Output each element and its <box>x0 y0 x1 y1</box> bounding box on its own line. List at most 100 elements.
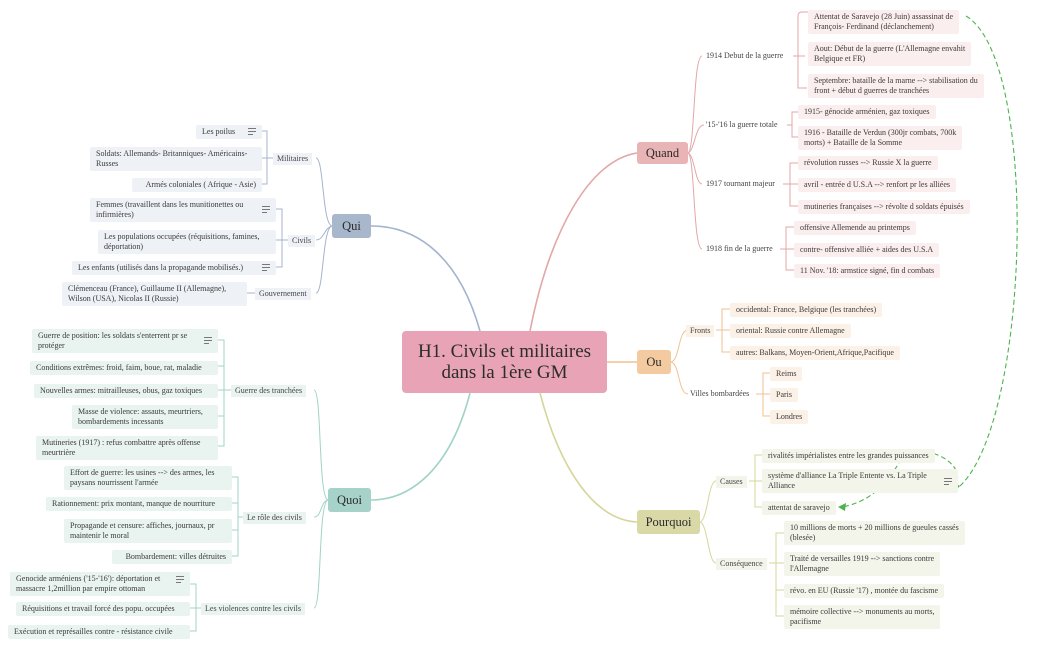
subtopic-civils[interactable]: Civils <box>288 235 316 247</box>
leaf-line: protéger <box>38 341 65 350</box>
leaf-line: Les poilus <box>202 127 236 136</box>
subtopic-guerre-tranchees[interactable]: Guerre des tranchées <box>231 385 307 397</box>
leaf-genocide-armeniens[interactable]: Genocide arméniens ('15-'16'): déportati… <box>10 572 190 596</box>
leaf-guerre-position[interactable]: Guerre de position: les soldats s'enterr… <box>32 329 218 353</box>
leaf-1916[interactable]: 1916 - Bataille de Verdun (300jr combats… <box>798 126 963 150</box>
leaf-mutineries-1917[interactable]: Mutineries (1917) : refus combattre aprè… <box>36 436 218 460</box>
topic-quoi[interactable]: Quoi <box>328 488 371 512</box>
topic-pourquoi-label: Pourquoi <box>645 514 692 529</box>
leaf-propagande-censure[interactable]: Propagande et censure: affiches, journau… <box>64 519 232 543</box>
leaf-sarajevo-1914[interactable]: Attentat de Saravejo (28 Juin) assassina… <box>808 10 960 34</box>
leaf-femmes[interactable]: Femmes (travaillent dans les munitionett… <box>90 198 276 222</box>
subtopic-gouvernement[interactable]: Gouvernement <box>255 288 311 300</box>
leaf-enfants[interactable]: Les enfants (utilisés dans la propagande… <box>72 261 276 275</box>
leaf-requisitions[interactable]: Réquisitions et travail forcé des popu. … <box>16 602 190 616</box>
leaf-morts-blesses[interactable]: 10 millions de morts + 20 millions de gu… <box>784 521 965 545</box>
central-title-line1: H1. Civils et militaires <box>417 341 592 362</box>
leaf-septembre-1914[interactable]: Septembre: bataille de la marne --> stab… <box>808 74 984 98</box>
leaf-line: 1916 - Bataille de Verdun (300jr combats… <box>804 128 957 137</box>
leaf-rivalites[interactable]: rivalités impérialistes entre les grande… <box>762 449 935 463</box>
subtopic-causes[interactable]: Causes <box>716 476 747 488</box>
note-icon[interactable] <box>262 264 270 271</box>
leaf-line: meurtrière <box>42 448 76 457</box>
leaf-mutineries-1917[interactable]: mutineries françaises --> révolte d sold… <box>798 200 970 214</box>
leaf-front-autres[interactable]: autres: Balkans, Moyen-Orient,Afrique,Pa… <box>730 346 900 360</box>
leaf-contre-offensive[interactable]: contre- offensive alliée + aides des U.S… <box>794 243 940 257</box>
subtopic-1914[interactable]: 1914 Debut de la guerre <box>706 51 784 60</box>
leaf-line: 11 Nov. '18: armstice signé, fin d comba… <box>800 266 935 275</box>
leaf-line: Bombardement: villes détruites <box>125 552 226 561</box>
topic-qui[interactable]: Qui <box>332 214 371 238</box>
subtopic-violences-civils[interactable]: Les violences contre les civils <box>201 603 305 615</box>
leaf-line: Alliance <box>768 481 796 490</box>
leaf-line: Paris <box>776 390 792 399</box>
topic-quoi-label: Quoi <box>337 492 362 507</box>
leaf-line: Traité de versailles 1919 --> sanctions … <box>790 554 935 563</box>
leaf-line: 1915- génocide arménien, gaz toxiques <box>804 107 930 116</box>
leaf-effort-guerre[interactable]: Effort de guerre: les usines --> des arm… <box>64 466 232 490</box>
subtopic-role-civils[interactable]: Le rôle des civils <box>243 512 306 524</box>
leaf-aout-1914[interactable]: Aout: Début de la guerre (L'Allemagne en… <box>808 42 972 66</box>
leaf-line: oriental: Russie contre Allemagne <box>736 326 845 335</box>
leaf-line: Les enfants (utilisés dans la propagande… <box>78 263 244 272</box>
leaf-populations-occupees[interactable]: Les populations occupées (réquisitions, … <box>98 230 276 254</box>
leaf-line: Guerre de position: les soldats s'enterr… <box>38 331 188 340</box>
leaf-line: Femmes (travaillent dans les munitionett… <box>96 200 244 209</box>
leaf-line: paysans nourrissent l'armée <box>70 478 159 487</box>
leaf-traite-versailles[interactable]: Traité de versailles 1919 --> sanctions … <box>784 552 941 576</box>
topic-qui-label: Qui <box>342 218 361 233</box>
leaf-londres[interactable]: Londres <box>770 410 809 424</box>
leaf-line: Les populations occupées (réquisitions, … <box>104 232 260 241</box>
leaf-avril-usa[interactable]: avril - entrée d U.S.A --> renfort pr le… <box>798 178 957 192</box>
subtopic-consequence[interactable]: Conséquence <box>716 558 767 570</box>
leaf-line: contre- offensive alliée + aides des U.S… <box>800 245 934 254</box>
leaf-armistice[interactable]: 11 Nov. '18: armstice signé, fin d comba… <box>794 264 941 278</box>
leaf-line: révolution russes --> Russie X la guerre <box>804 158 932 167</box>
note-icon[interactable] <box>944 478 952 485</box>
leaf-bombardement[interactable]: Bombardement: villes détruites <box>112 550 232 564</box>
subtopic-villes-bombardees[interactable]: Villes bombardées <box>690 389 750 398</box>
subtopic-fronts[interactable]: Fronts <box>686 325 715 337</box>
leaf-line: Effort de guerre: les usines --> des arm… <box>70 468 215 477</box>
leaf-front-occidental[interactable]: occidental: France, Belgique (les tranch… <box>730 303 883 317</box>
leaf-line: (blesée) <box>790 533 816 542</box>
note-icon[interactable] <box>262 206 270 213</box>
leaf-attentat-saravejo[interactable]: attentat de saravejo <box>762 501 836 515</box>
leaf-line: l'Allemagne <box>790 564 829 573</box>
subtopic-15-16[interactable]: '15-'16 la guerre totale <box>706 120 778 129</box>
leaf-armes-coloniales[interactable]: Armés coloniales ( Afrique - Asie) <box>132 178 262 192</box>
leaf-front-oriental[interactable]: oriental: Russie contre Allemagne <box>730 324 851 338</box>
leaf-line: Exécution et représailles contre - résis… <box>14 627 173 636</box>
leaf-memoire-collective[interactable]: mémoire collective --> monuments au mort… <box>784 605 941 629</box>
leaf-gouvernants[interactable]: Clémenceau (France), Guillaume II (Allem… <box>62 282 247 306</box>
leaf-line: Russes <box>96 159 119 168</box>
leaf-rationnement[interactable]: Rationnement: prix montant, manque de no… <box>46 497 232 511</box>
note-icon[interactable] <box>248 128 256 135</box>
leaf-reims[interactable]: Reims <box>770 367 803 381</box>
topic-quand[interactable]: Quand <box>637 142 688 164</box>
leaf-nouvelles-armes[interactable]: Nouvelles armes: mitrailleuses, obus, ga… <box>34 384 218 398</box>
topic-pourquoi[interactable]: Pourquoi <box>637 510 700 534</box>
leaf-revolution-russe[interactable]: révolution russes --> Russie X la guerre <box>798 156 938 170</box>
leaf-revolution-fascisme[interactable]: révo. en EU (Russie '17) , montée du fas… <box>784 584 945 598</box>
central-topic[interactable]: H1. Civils et militaires dans la 1ère GM <box>402 331 607 393</box>
leaf-execution-represailles[interactable]: Exécution et représailles contre - résis… <box>8 625 190 639</box>
subtopic-1918[interactable]: 1918 fin de la guerre <box>706 244 773 253</box>
leaf-soldats[interactable]: Soldats: Allemands- Britanniques- Améric… <box>90 147 262 171</box>
subtopic-1917[interactable]: 1917 tournant majeur <box>706 179 775 188</box>
leaf-offensive-allemande[interactable]: offensive Allemende au printemps <box>794 221 916 235</box>
leaf-line: attentat de saravejo <box>768 503 830 512</box>
leaf-1915[interactable]: 1915- génocide arménien, gaz toxiques <box>798 105 936 119</box>
topic-ou[interactable]: Ou <box>637 350 671 374</box>
leaf-line: Nouvelles armes: mitrailleuses, obus, ga… <box>40 386 202 395</box>
leaf-masse-violence[interactable]: Masse de violence: assauts, meurtriers,b… <box>72 405 218 429</box>
subtopic-militaires[interactable]: Militaires <box>273 153 313 165</box>
note-icon[interactable] <box>176 576 184 583</box>
note-icon[interactable] <box>204 337 212 344</box>
leaf-alliances[interactable]: système d'alliance La Triple Entente vs.… <box>762 469 958 493</box>
leaf-les-poilus[interactable]: Les poilus <box>196 125 262 139</box>
topic-ou-label: Ou <box>646 354 662 369</box>
leaf-paris[interactable]: Paris <box>770 388 798 402</box>
leaf-conditions-extremes[interactable]: Conditions extrêmes: froid, faim, boue, … <box>30 361 218 375</box>
topic-quand-label: Quand <box>645 145 680 160</box>
